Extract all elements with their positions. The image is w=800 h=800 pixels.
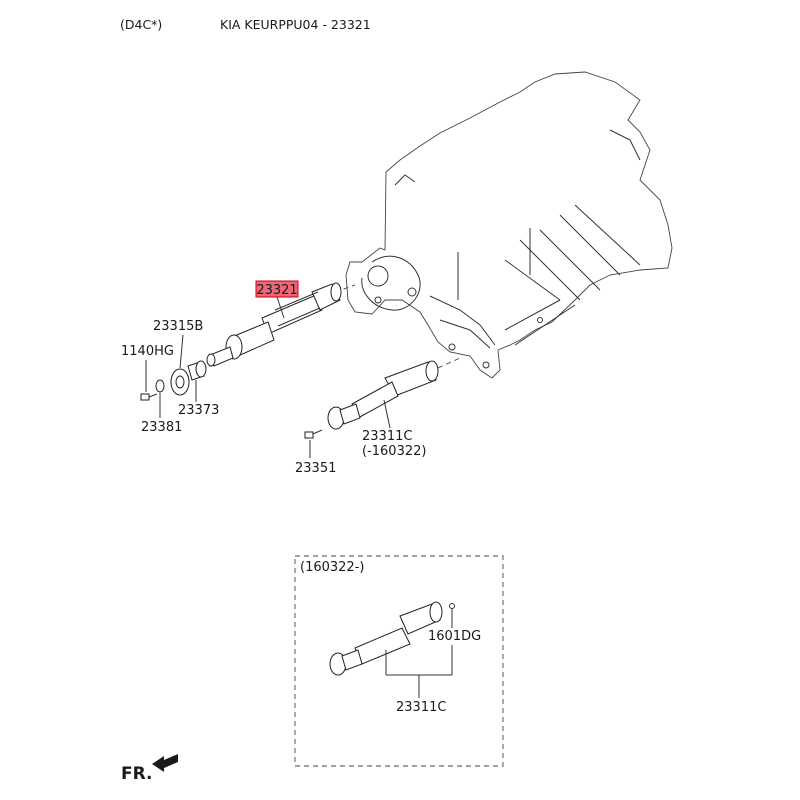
part-label-23373[interactable]: 23373 bbox=[178, 403, 219, 418]
inset-cylinder-23311C[interactable] bbox=[329, 601, 443, 676]
inset-box bbox=[294, 555, 504, 767]
front-direction-label: FR. bbox=[121, 764, 152, 784]
engine-block bbox=[345, 71, 673, 379]
shaft-23321[interactable] bbox=[206, 282, 342, 367]
part-label-1140HG[interactable]: 1140HG bbox=[121, 344, 174, 359]
part-label-23381[interactable]: 23381 bbox=[141, 420, 182, 435]
front-arrow-icon bbox=[152, 754, 178, 772]
part-label-23321[interactable]: 23321 bbox=[255, 280, 299, 298]
part-label-23311C[interactable]: 23311C bbox=[362, 429, 412, 444]
bolt-23351[interactable] bbox=[304, 429, 323, 439]
svg-text:23321: 23321 bbox=[256, 283, 297, 298]
inset-note: (160322-) bbox=[300, 560, 364, 575]
part-label-23315B[interactable]: 23315B bbox=[153, 319, 203, 334]
model-code: (D4C*) bbox=[120, 17, 162, 32]
cylinder-23311C[interactable] bbox=[327, 360, 439, 430]
part-note-23311C: (-160322) bbox=[362, 444, 426, 459]
inset-label-1601DG[interactable]: 1601DG bbox=[428, 629, 481, 644]
bushing-23373[interactable] bbox=[187, 360, 207, 381]
inset-label-23311C[interactable]: 23311C bbox=[396, 700, 446, 715]
bolt-1140HG[interactable] bbox=[140, 379, 165, 401]
part-label-23351[interactable]: 23351 bbox=[295, 461, 336, 476]
inset-pin-1601DG[interactable] bbox=[449, 603, 455, 609]
diagram-title: KIA KEURPPU04 - 23321 bbox=[220, 17, 371, 32]
gear-23315B[interactable] bbox=[170, 368, 190, 396]
